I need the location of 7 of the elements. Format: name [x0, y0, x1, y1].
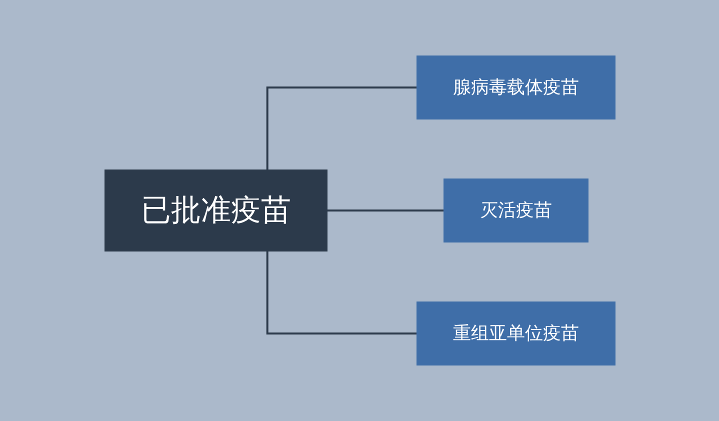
node-box: 重组亚单位疫苗: [416, 302, 615, 366]
node-box: 灭活疫苗: [443, 178, 588, 242]
connector: [266, 86, 416, 170]
node-box: 已批准疫苗: [104, 170, 327, 252]
connector: [326, 210, 444, 212]
node-box: 腺病毒载体疫苗: [416, 56, 615, 120]
connector: [266, 251, 416, 334]
